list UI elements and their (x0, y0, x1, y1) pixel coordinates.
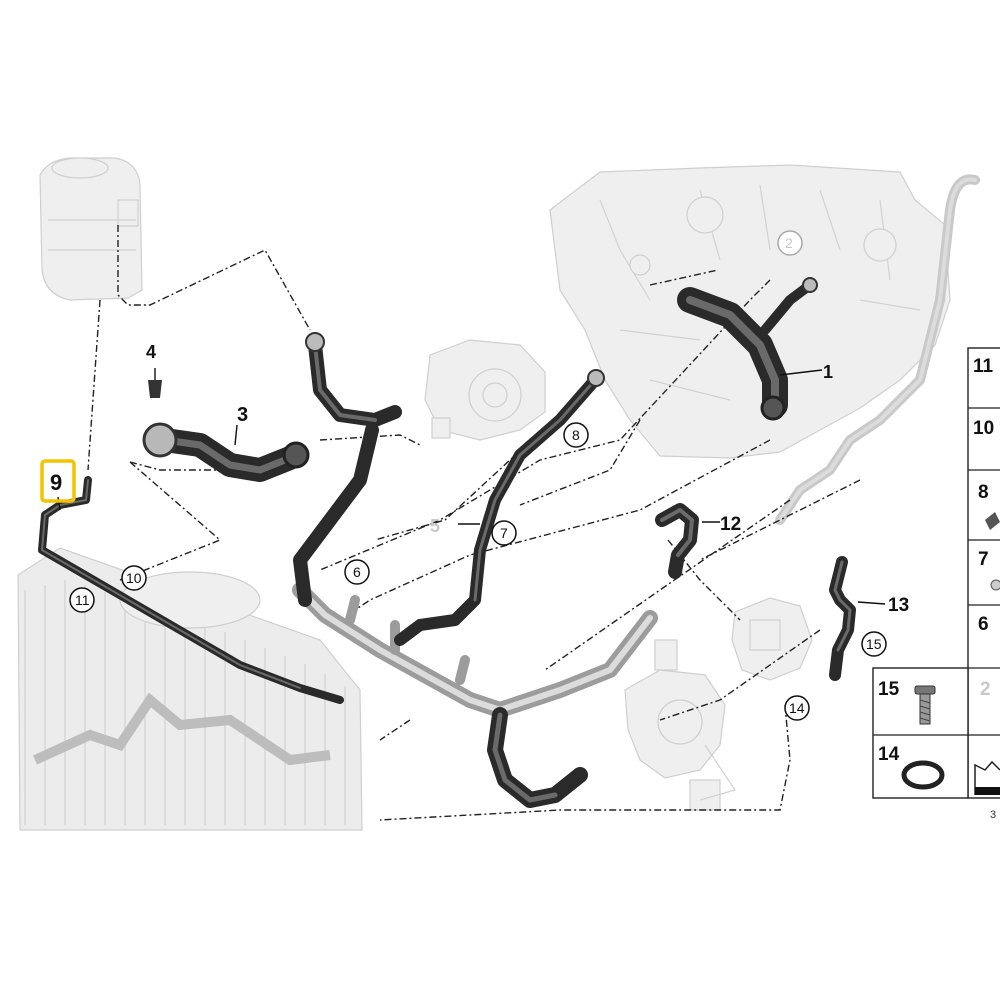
hose-12 (655, 503, 699, 579)
callout-10: 10 (126, 570, 142, 586)
table-row-15: 15 (878, 679, 900, 700)
callout-11: 11 (75, 592, 90, 608)
callout-7-circle: 7 (491, 520, 517, 546)
hose-8 (394, 369, 605, 646)
table-row-14: 14 (878, 744, 900, 765)
callout-8-circle: 8 (563, 422, 589, 448)
leader-lines (57, 368, 886, 605)
callout-11-circle: 11 (69, 587, 95, 613)
water-pump (424, 339, 546, 441)
diagram-code: 3 (990, 809, 996, 821)
sealant-icon (974, 760, 1000, 795)
callout-9-highlight (40, 459, 76, 503)
expansion-tank (39, 157, 143, 301)
callout-8: 8 (572, 427, 580, 443)
bolt-icon (914, 685, 936, 725)
hose-upper-center (293, 332, 402, 607)
hose-2 (802, 277, 818, 293)
callout-14: 14 (789, 700, 805, 716)
auxiliary-pump (624, 639, 736, 811)
callout-9[interactable]: 9 (50, 470, 62, 495)
callout-3: 3 (237, 404, 248, 426)
callout-6: 6 (353, 564, 361, 580)
callout-15: 15 (866, 636, 882, 652)
callout-14-circle: 14 (784, 695, 810, 721)
table-row-6: 6 (978, 614, 989, 635)
right-return-pipe (775, 174, 980, 525)
callout-7: 7 (500, 525, 508, 541)
hose-lower (487, 707, 588, 808)
hose-13 (829, 556, 856, 681)
hose-1 (677, 280, 815, 421)
callout-2: 2 (785, 235, 793, 251)
metal-pipe-assembly (292, 582, 658, 718)
table-row-8: 8 (978, 482, 989, 503)
hose-11 (38, 476, 344, 704)
thermostat-housing (731, 597, 813, 681)
parts-table-small: 15 14 2 (872, 667, 1000, 799)
callout-4: 4 (146, 342, 156, 362)
callout-12: 12 (720, 514, 741, 535)
table-row-7: 7 (978, 549, 989, 570)
connection-lines (87, 225, 861, 821)
o-ring-icon (901, 760, 945, 790)
engine-block (549, 164, 951, 459)
sensor-4 (148, 380, 162, 398)
callout-6-circle: 6 (344, 559, 370, 585)
table-row-10: 10 (973, 418, 994, 439)
parts-table: 11 10 8 7 6 (967, 347, 1000, 799)
callout-1: 1 (823, 362, 833, 382)
callout-13: 13 (888, 595, 909, 616)
table-row-11: 11 (973, 356, 994, 377)
hose-3 (142, 422, 310, 482)
callout-10-circle: 10 (121, 565, 147, 591)
callout-2-circle: 2 (777, 230, 803, 256)
callout-5: 5 (430, 516, 440, 536)
callout-15-circle: 15 (861, 631, 887, 657)
table-extra-2: 2 (980, 679, 991, 700)
